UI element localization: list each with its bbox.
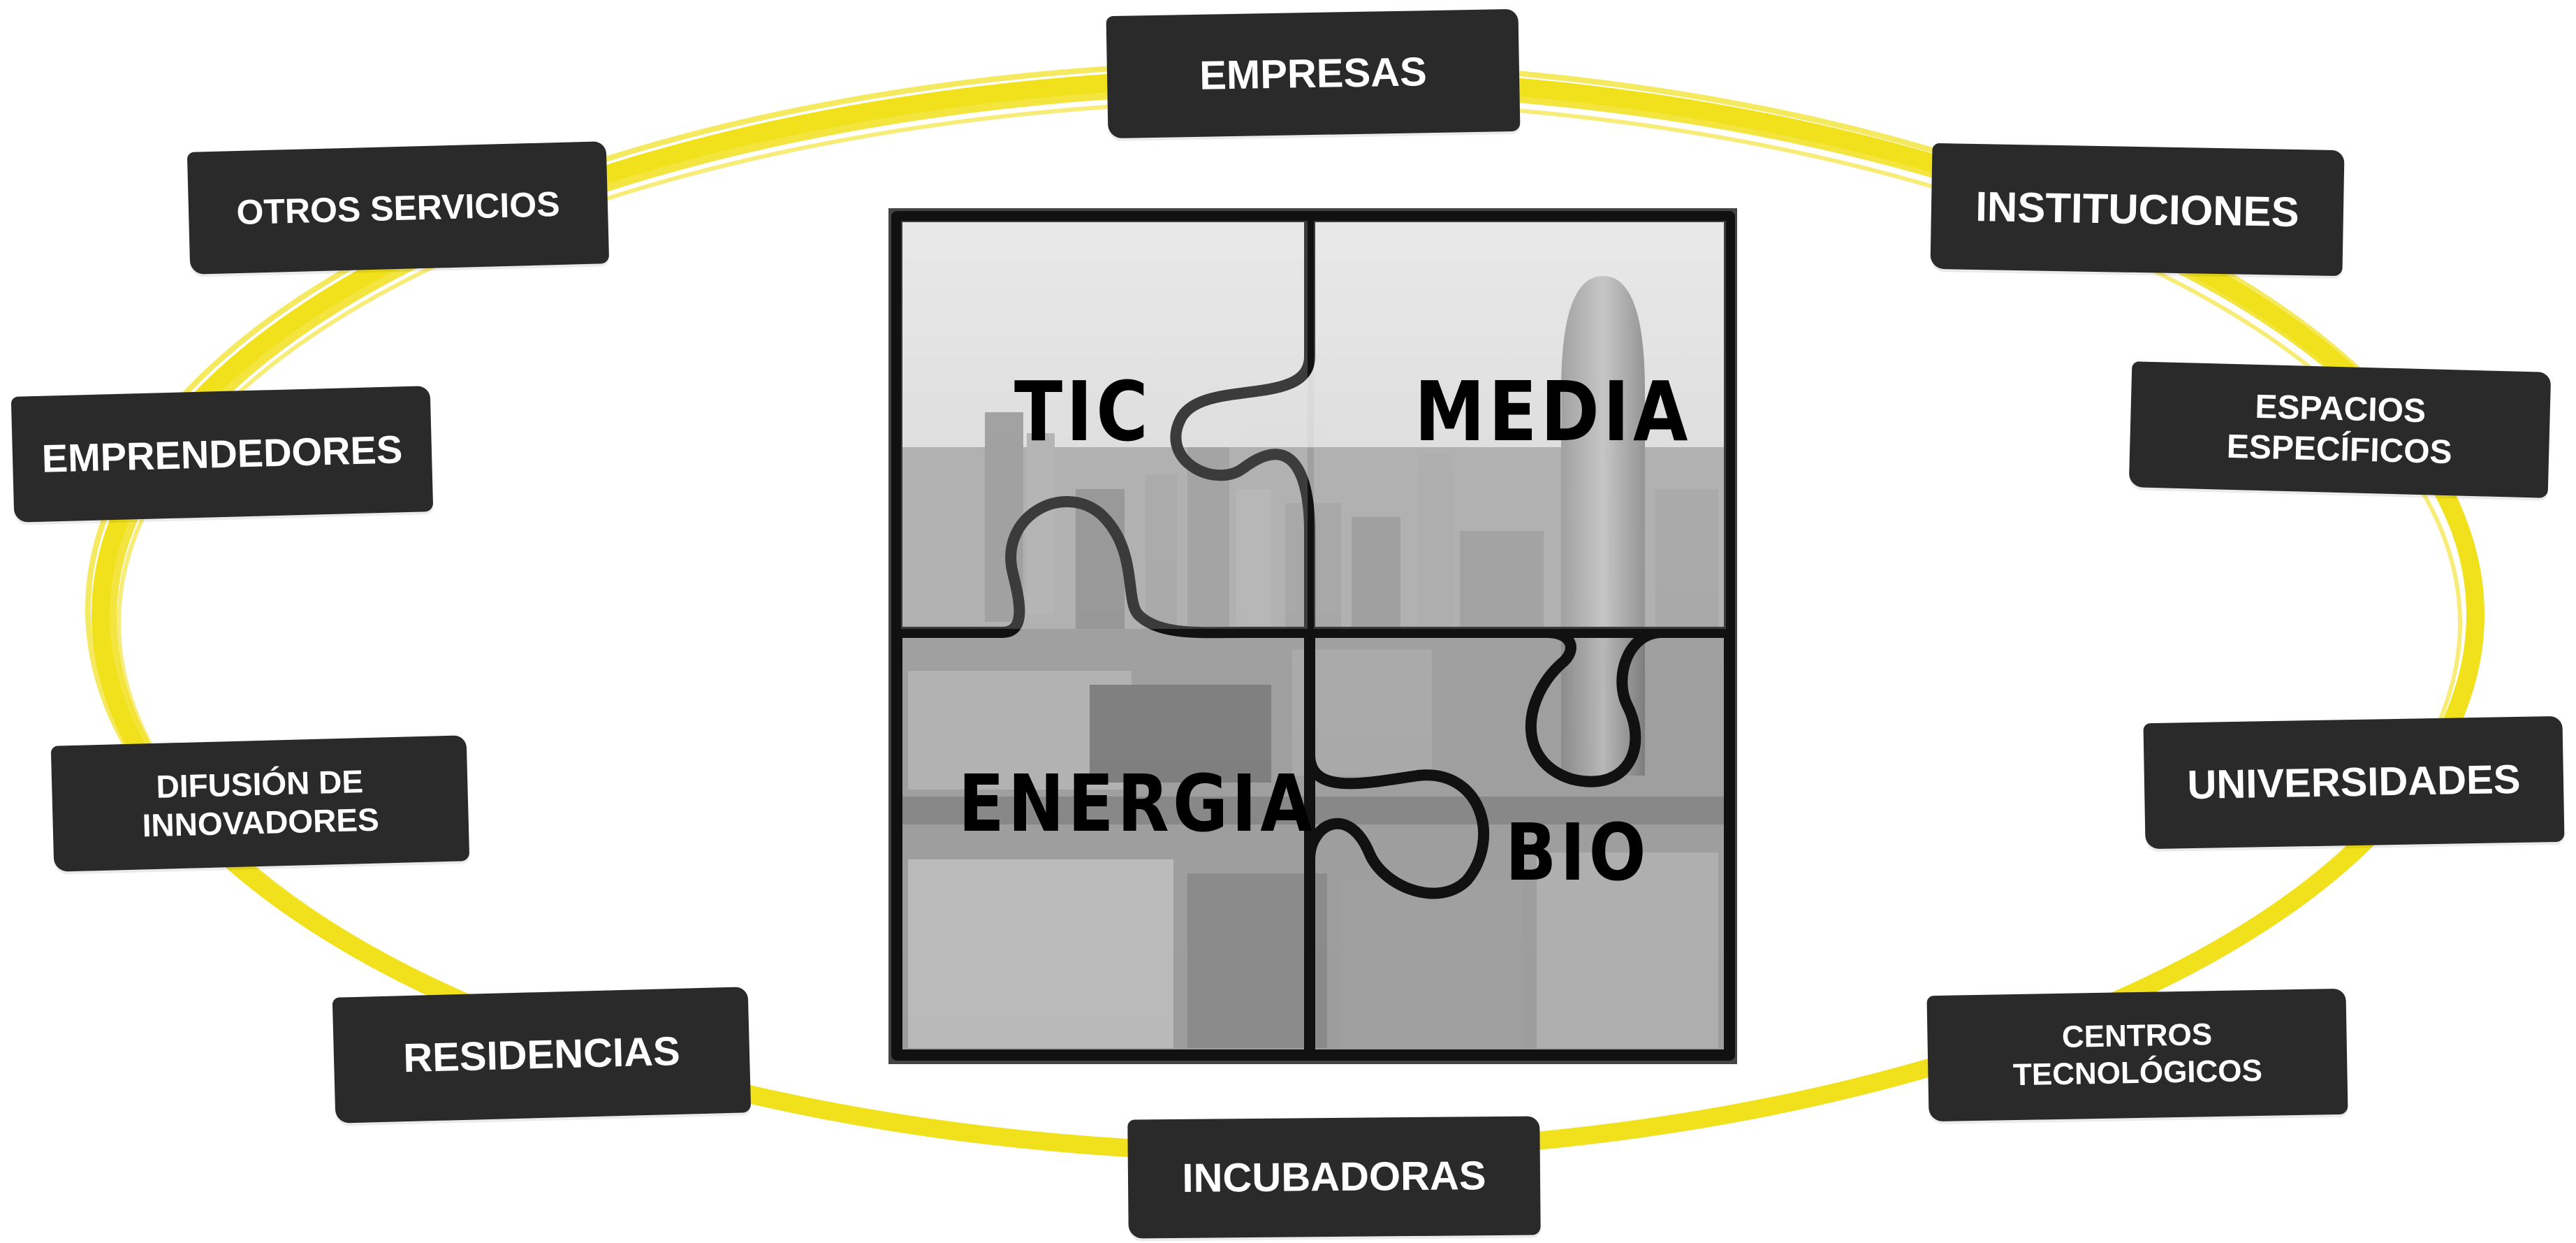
label-residencias: RESIDENCIAS [332, 987, 752, 1124]
label-centros-line2: TECNOLÓGICOS [2012, 1053, 2263, 1093]
label-espacios-line1: ESPACIOS [2254, 388, 2427, 430]
quadrant-label-media: MEDIA [1414, 363, 1692, 460]
label-difusion-innovadores: DIFUSIÓN DE INNOVADORES [50, 735, 470, 872]
label-espacios-line2: ESPECÍFICOS [2226, 428, 2453, 472]
label-difusion-line1: DIFUSIÓN DE [155, 762, 364, 805]
label-empresas-text: EMPRESAS [1199, 48, 1428, 99]
label-emprendedores: EMPRENDEDORES [10, 386, 434, 523]
label-centros-line1: CENTROS [2061, 1017, 2213, 1055]
label-espacios-especificos: ESPACIOS ESPECÍFICOS [2128, 361, 2552, 498]
label-universidades: UNIVERSIDADES [2143, 715, 2565, 850]
label-difusion-line2: INNOVADORES [142, 801, 380, 844]
puzzle-piece-overlays [901, 221, 1726, 629]
label-incubadoras: INCUBADORAS [1127, 1116, 1541, 1239]
label-residencias-text: RESIDENCIAS [402, 1028, 681, 1082]
quadrant-label-bio: BIO [1505, 808, 1650, 899]
label-otros-servicios: OTROS SERVICIOS [186, 141, 610, 275]
puzzle-lines [891, 211, 1735, 1061]
label-incubadoras-text: INCUBADORAS [1182, 1153, 1486, 1202]
label-instituciones: INSTITUCIONES [1930, 143, 2345, 277]
label-universidades-text: UNIVERSIDADES [2186, 757, 2522, 808]
label-instituciones-text: INSTITUCIONES [1975, 182, 2300, 236]
label-otros-servicios-text: OTROS SERVICIOS [235, 184, 561, 232]
label-empresas: EMPRESAS [1106, 8, 1521, 139]
label-centros-tecnologicos: CENTROS TECNOLÓGICOS [1926, 988, 2348, 1122]
quadrant-label-energia: ENERGIA [958, 759, 1316, 850]
label-emprendedores-text: EMPRENDEDORES [41, 427, 403, 481]
quadrant-label-tic: TIC [1014, 363, 1152, 460]
